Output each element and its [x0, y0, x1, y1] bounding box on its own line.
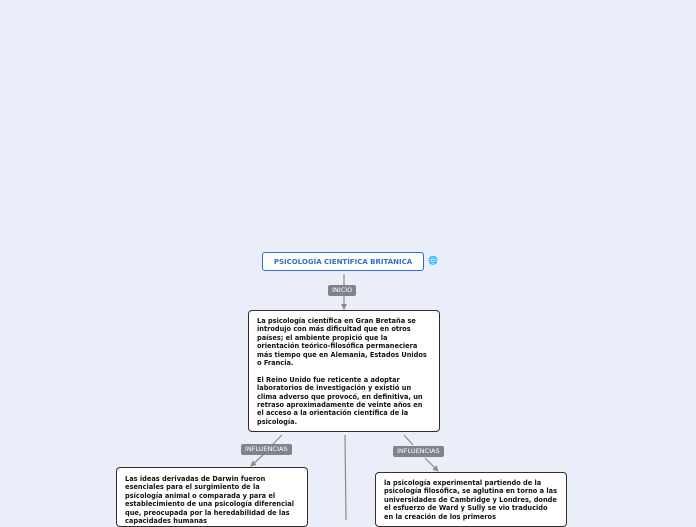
node-experimental[interactable]: la psicología experimental partiendo de … — [375, 472, 567, 527]
node-darwin[interactable]: Las ideas derivadas de Darwin fueron ese… — [116, 467, 308, 527]
connector-main-down — [344, 434, 347, 520]
label-inicio[interactable]: INICIO — [328, 285, 357, 296]
connector-influencias-right-node — [424, 457, 439, 472]
connector-main-influencias-right — [403, 434, 414, 446]
connector-influencias-left-node — [250, 454, 264, 467]
label-influencias-right[interactable]: INFLUENCIAS — [393, 446, 444, 457]
node-main[interactable]: La psicología científica en Gran Bretaña… — [248, 310, 440, 432]
node-main-paragraph-1: La psicología científica en Gran Bretaña… — [257, 317, 427, 368]
root-topic[interactable]: PSICOLOGÍA CIENTÍFICA BRITÁNICA — [262, 252, 424, 271]
root-topic-title: PSICOLOGÍA CIENTÍFICA BRITÁNICA — [273, 257, 413, 266]
connector-main-influencias-left — [272, 434, 283, 445]
label-influencias-left[interactable]: INFLUENCIAS — [241, 444, 292, 455]
node-main-paragraph-2: El Reino Unido fue reticente a adoptar l… — [257, 375, 423, 426]
globe-icon[interactable]: 🌐 — [428, 256, 438, 265]
node-experimental-text: la psicología experimental partiendo de … — [384, 479, 557, 521]
node-darwin-text: Las ideas derivadas de Darwin fueron ese… — [125, 475, 294, 526]
